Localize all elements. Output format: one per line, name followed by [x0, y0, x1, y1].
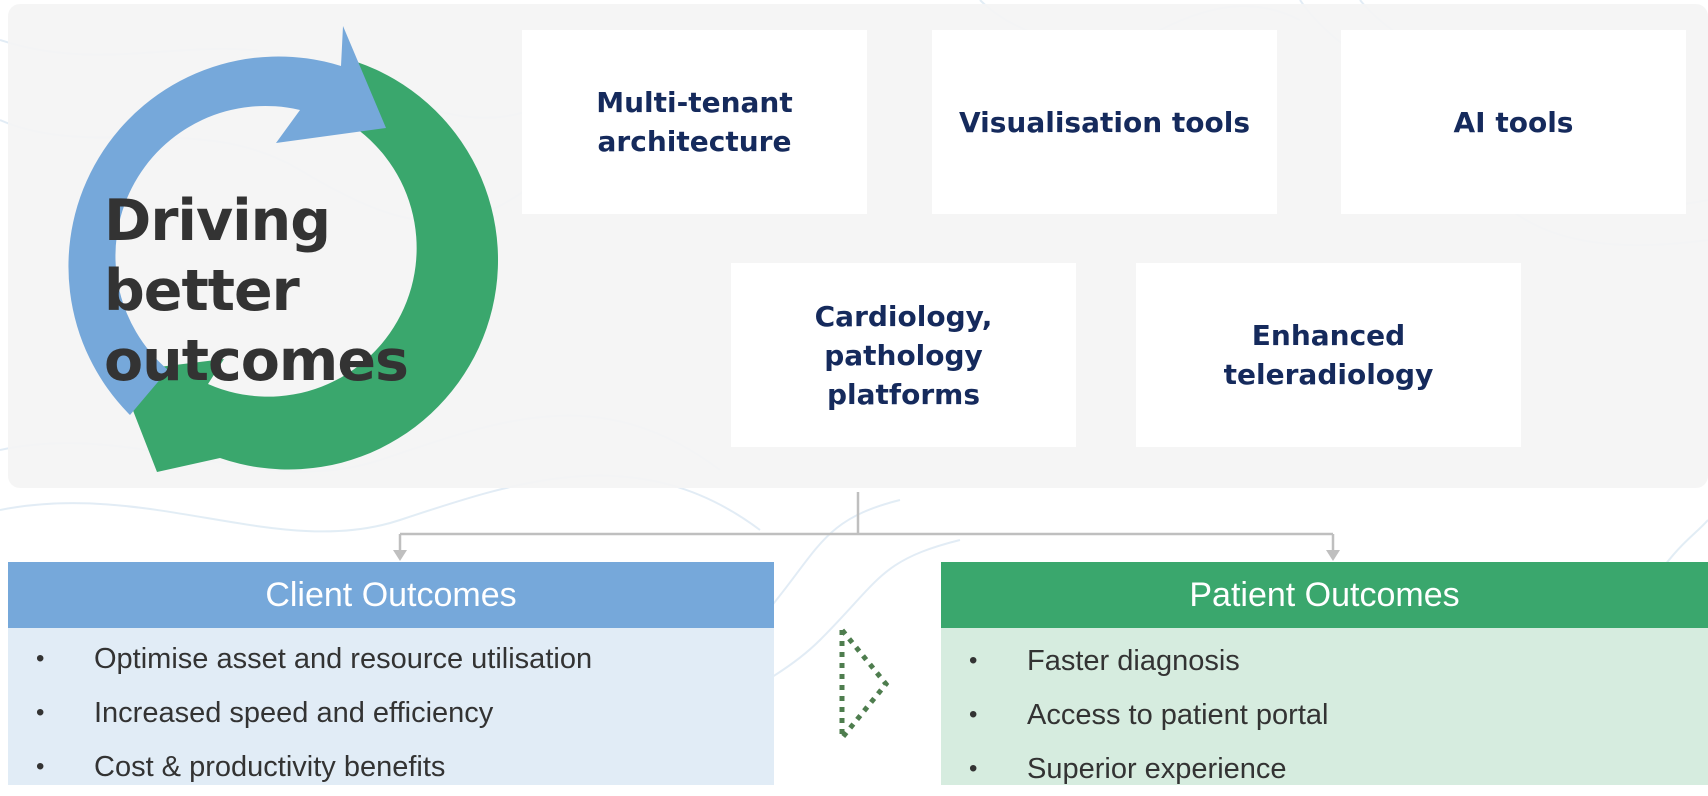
- bullet: •: [36, 645, 45, 672]
- bullet: •: [969, 647, 978, 674]
- cycle-blue-arc: [68, 26, 386, 415]
- feature-label: architecture: [597, 125, 792, 158]
- headline-line-1: Driving better: [104, 188, 331, 324]
- cycle-green-arc: [118, 62, 499, 472]
- feature-label: teleradiology: [1223, 358, 1434, 391]
- bullet: •: [36, 699, 45, 726]
- bullet: •: [969, 701, 978, 728]
- client-outcomes-panel: Client Outcomes • Optimise asset and reso…: [8, 562, 774, 785]
- bullet: •: [969, 755, 978, 782]
- feature-multi-tenant-architecture: Multi-tenant architecture: [522, 30, 867, 214]
- feature-label: Cardiology,: [814, 299, 993, 333]
- bullet: •: [36, 753, 45, 780]
- feature-label: pathology platforms: [824, 338, 983, 411]
- feature-label: Visualisation tools: [958, 105, 1251, 139]
- feature-cardiology-pathology-platforms: Cardiology, pathology platforms: [731, 263, 1076, 447]
- feature-ai-tools: AI tools: [1341, 30, 1686, 214]
- list-item-text: Faster diagnosis: [1027, 645, 1240, 677]
- client-outcomes-list: • Optimise asset and resource utilisation…: [8, 628, 774, 794]
- feature-enhanced-teleradiology: Enhanced teleradiology: [1136, 263, 1521, 447]
- patient-outcomes-panel: Patient Outcomes • Faster diagnosis • Acce…: [941, 562, 1708, 785]
- patient-outcomes-title: Patient Outcomes: [941, 562, 1708, 628]
- headline-line-2: outcomes: [104, 328, 409, 394]
- headline-title: Driving better outcomes: [104, 186, 524, 396]
- list-item: • Optimise asset and resource utilisation: [8, 632, 774, 686]
- feature-label: AI tools: [1453, 105, 1574, 139]
- list-item: • Access to patient portal: [941, 688, 1708, 742]
- list-item: • Increased speed and efficiency: [8, 686, 774, 740]
- list-item: • Superior experience: [941, 742, 1708, 796]
- connector-left-arrowhead: [393, 550, 407, 561]
- list-item-text: Superior experience: [1027, 753, 1287, 785]
- feature-visualisation-tools: Visualisation tools: [932, 30, 1277, 214]
- list-item: • Cost & productivity benefits: [8, 740, 774, 794]
- feature-label: Enhanced: [1251, 319, 1406, 352]
- connector-right-arrowhead: [1326, 550, 1340, 561]
- dotted-play-triangle-icon: [839, 622, 890, 746]
- patient-outcomes-list: • Faster diagnosis • Access to patient por…: [941, 628, 1708, 796]
- list-item-text: Access to patient portal: [1027, 699, 1329, 731]
- client-outcomes-title: Client Outcomes: [8, 562, 774, 628]
- feature-label: Multi-tenant: [596, 86, 793, 119]
- list-item: • Faster diagnosis: [941, 634, 1708, 688]
- list-item-text: Increased speed and efficiency: [94, 697, 494, 729]
- list-item-text: Cost & productivity benefits: [94, 751, 446, 783]
- list-item-text: Optimise asset and resource utilisation: [94, 643, 593, 675]
